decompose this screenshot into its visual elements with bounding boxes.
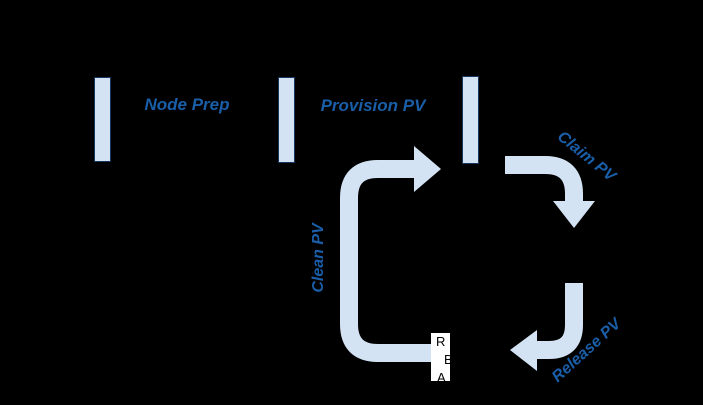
stage-bar-1 [94, 77, 111, 162]
release-pv-arrow [510, 283, 583, 371]
stage-bar-3 [462, 76, 479, 164]
note-line: R [436, 334, 446, 349]
claim-pv-arrow [505, 156, 595, 228]
note-line: A [437, 370, 446, 381]
note-line: B [444, 352, 450, 367]
stage-bar-2 [278, 77, 295, 163]
clean-pv-loop-arrow [340, 146, 441, 362]
state-note-box: R B A [431, 333, 450, 381]
label-provision-pv: Provision PV [320, 96, 426, 115]
label-node-prep: Node Prep [144, 95, 230, 114]
label-clean-pv: Clean PV [310, 223, 327, 293]
